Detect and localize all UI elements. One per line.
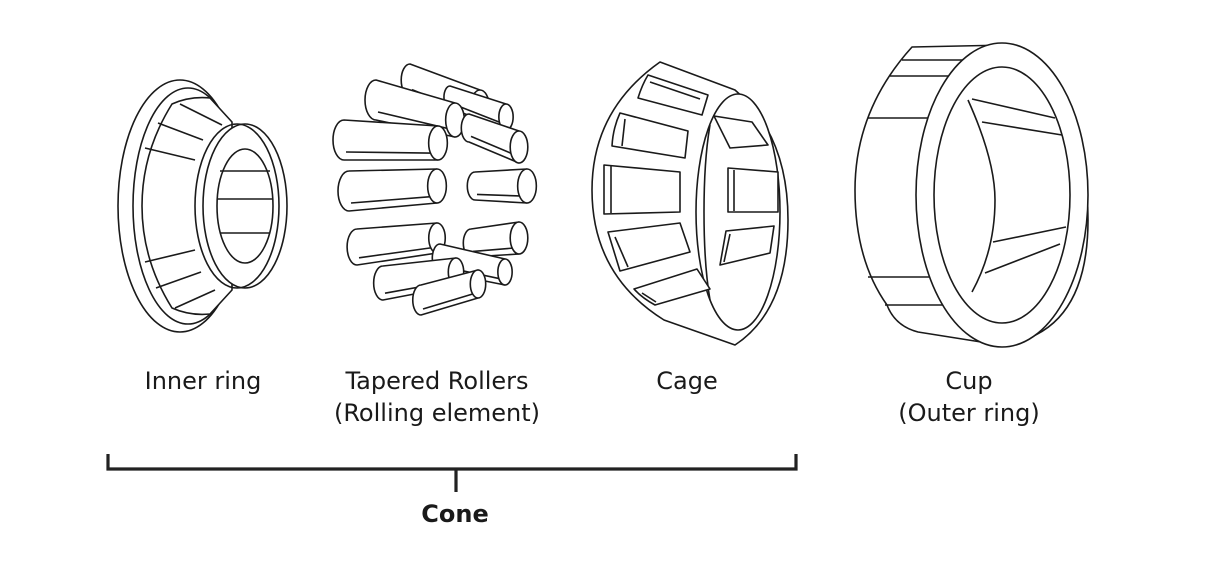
roller xyxy=(332,119,449,161)
label-cone-text: Cone xyxy=(421,500,489,528)
label-cage: Cage xyxy=(656,365,717,397)
roller xyxy=(337,168,448,212)
roller xyxy=(346,222,447,266)
label-inner-ring-line-1: Inner ring xyxy=(144,367,262,395)
label-cup-line-1: Cup xyxy=(945,367,993,395)
cup-illustration xyxy=(854,42,1089,348)
cone-bracket xyxy=(106,454,798,492)
label-cup: Cup (Outer ring) xyxy=(898,365,1039,429)
label-cone: Cone xyxy=(421,498,488,530)
inner-ring-illustration xyxy=(117,79,288,333)
label-cage-line-1: Cage xyxy=(656,367,718,395)
label-tapered-rollers: Tapered Rollers (Rolling element) xyxy=(334,365,540,429)
roller xyxy=(466,168,538,204)
label-tapered-rollers-line-2: (Rolling element) xyxy=(333,399,541,427)
cage-illustration xyxy=(591,61,789,346)
roller xyxy=(460,113,529,164)
label-inner-ring: Inner ring xyxy=(145,365,262,397)
tapered-rollers-illustration xyxy=(332,63,538,316)
label-tapered-rollers-line-1: Tapered Rollers xyxy=(345,367,529,395)
roller xyxy=(462,221,529,258)
roller xyxy=(411,269,487,316)
label-cup-line-2: (Outer ring) xyxy=(898,399,1040,427)
